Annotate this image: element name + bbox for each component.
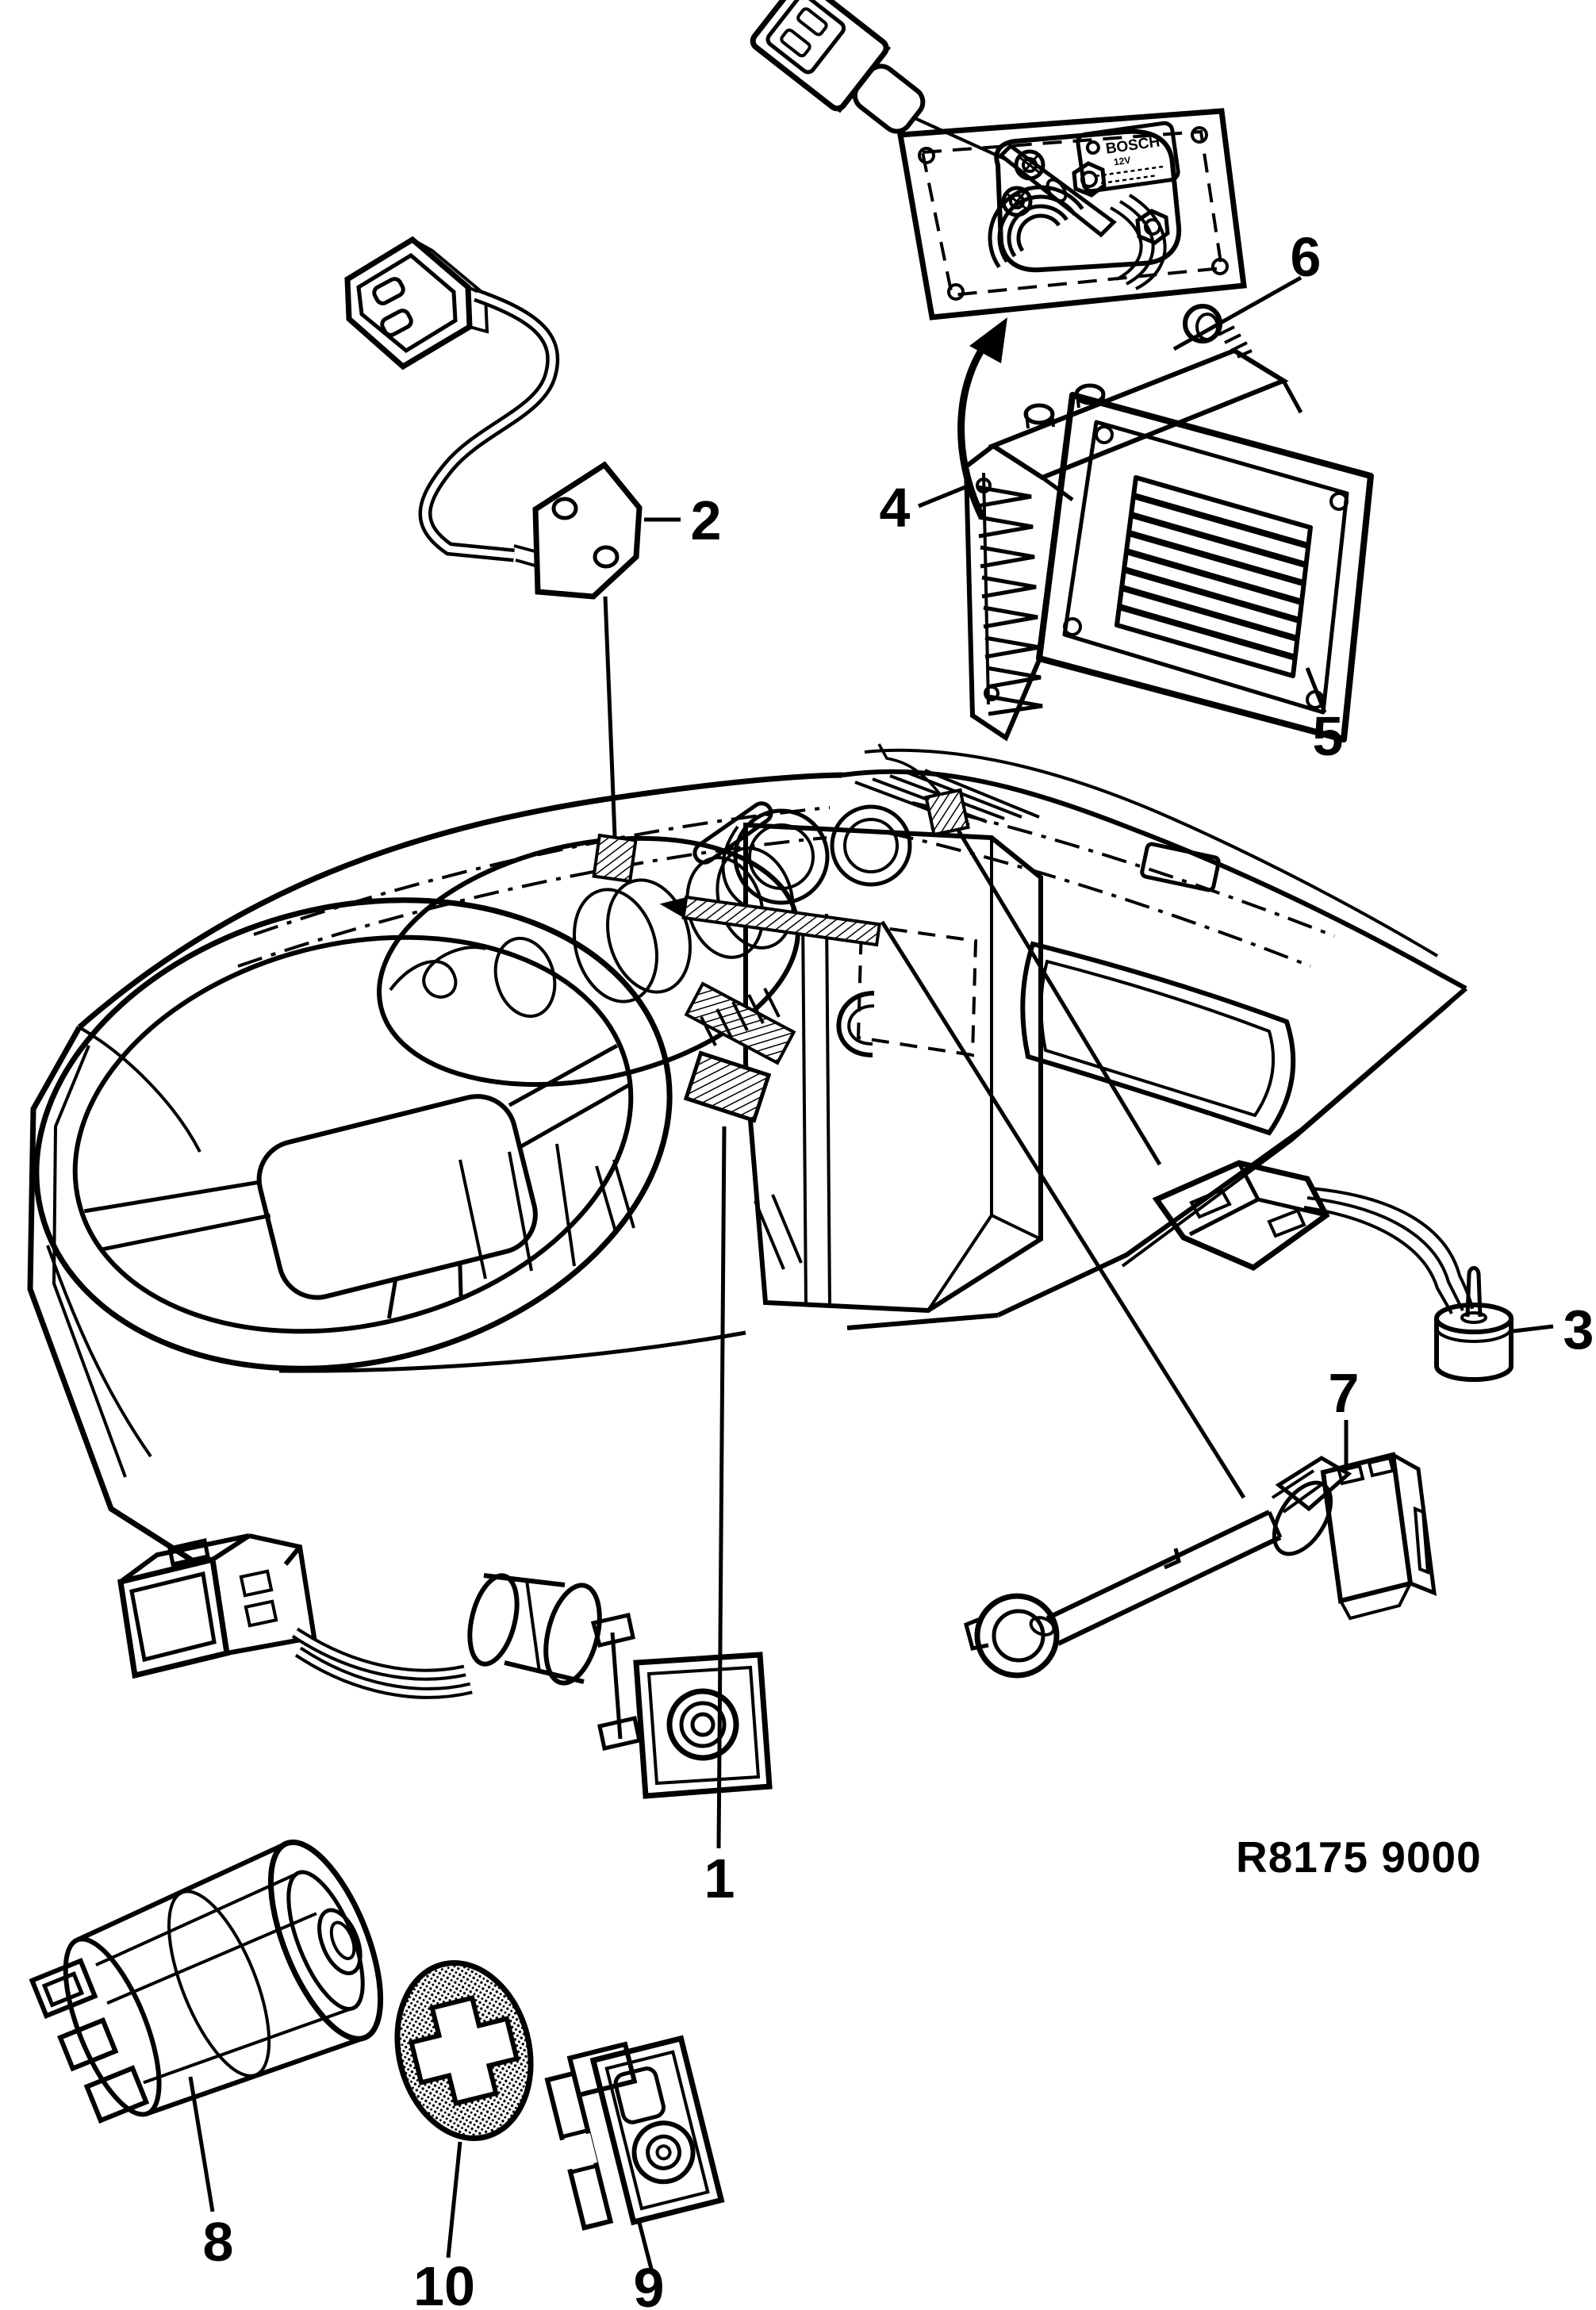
regulator-assembly: BOSCH 12V [750, 0, 1247, 519]
callout-6: 6 [1291, 226, 1322, 288]
regulator-connector-plug [750, 0, 926, 134]
callout-7: 7 [1329, 1362, 1360, 1424]
part1-assembly [117, 1533, 773, 1799]
regulator-plate [896, 108, 1247, 320]
leader-label9 [637, 2222, 654, 2273]
part7-assembly [964, 1420, 1437, 1679]
part10-disc [394, 1960, 534, 2258]
part2-switch [513, 461, 643, 600]
steering-wheel [33, 897, 673, 1372]
part9-bracket [544, 2035, 725, 2273]
callout-labels: 1 2 3 4 5 6 7 8 9 10 [203, 226, 1594, 2310]
leader-part7-long [880, 920, 1246, 1499]
part1-connector [117, 1533, 317, 1679]
leader-part1 [716, 1126, 727, 1849]
part2-switch-assembly [344, 236, 681, 600]
grille-assembly [918, 347, 1374, 742]
bosch-regulator: BOSCH 12V [988, 121, 1182, 290]
callout-3: 3 [1563, 1299, 1594, 1360]
leader-label8 [188, 2076, 215, 2212]
part2-connector-plug [344, 236, 489, 370]
part2-install-location [592, 833, 638, 884]
temp-probe-installed [659, 895, 882, 947]
part8-assembly [29, 1839, 384, 2212]
leader-label5 [1305, 667, 1327, 713]
grille-louvers [1118, 493, 1310, 661]
glovebox [1020, 842, 1296, 1136]
part3-assembly [1152, 1160, 1554, 1382]
leader-label10 [446, 2141, 462, 2258]
leader-label3 [1513, 1324, 1554, 1333]
callout-4: 4 [880, 477, 911, 539]
part1-face-plate [633, 1652, 773, 1799]
callout-5: 5 [1313, 705, 1344, 767]
center-console [659, 804, 1043, 1314]
arrow-icon [957, 317, 1007, 519]
leader-part3-long [943, 808, 1162, 1166]
part1-install-connector [683, 981, 796, 1123]
part3-install-sensor [877, 743, 970, 837]
part8-body [29, 1839, 384, 2124]
callout-10: 10 [413, 2255, 475, 2310]
part3-sensor [1434, 1266, 1514, 1382]
part1-socket-body [467, 1573, 642, 1751]
heatsink-fins [976, 485, 1043, 716]
part5-frame [1036, 392, 1374, 742]
reference-code: R8175 9000 [1236, 1832, 1482, 1882]
leader-part2 [603, 596, 617, 837]
callout-9: 9 [634, 2257, 665, 2310]
part4-unit [963, 347, 1303, 742]
bosch-voltage-text: 12V [1113, 155, 1131, 168]
regulator-cable [912, 116, 1005, 160]
callout-2: 2 [691, 489, 722, 551]
part6-screw [1172, 275, 1303, 359]
regulator-fins [988, 185, 1084, 269]
cluster-wires [389, 946, 486, 999]
leader-label4 [918, 483, 970, 508]
callout-8: 8 [203, 2211, 234, 2273]
part3-connector [1152, 1160, 1330, 1271]
part7-housing [1320, 1452, 1437, 1621]
leader-lines [603, 596, 1246, 1849]
callout-1: 1 [704, 1848, 735, 1909]
